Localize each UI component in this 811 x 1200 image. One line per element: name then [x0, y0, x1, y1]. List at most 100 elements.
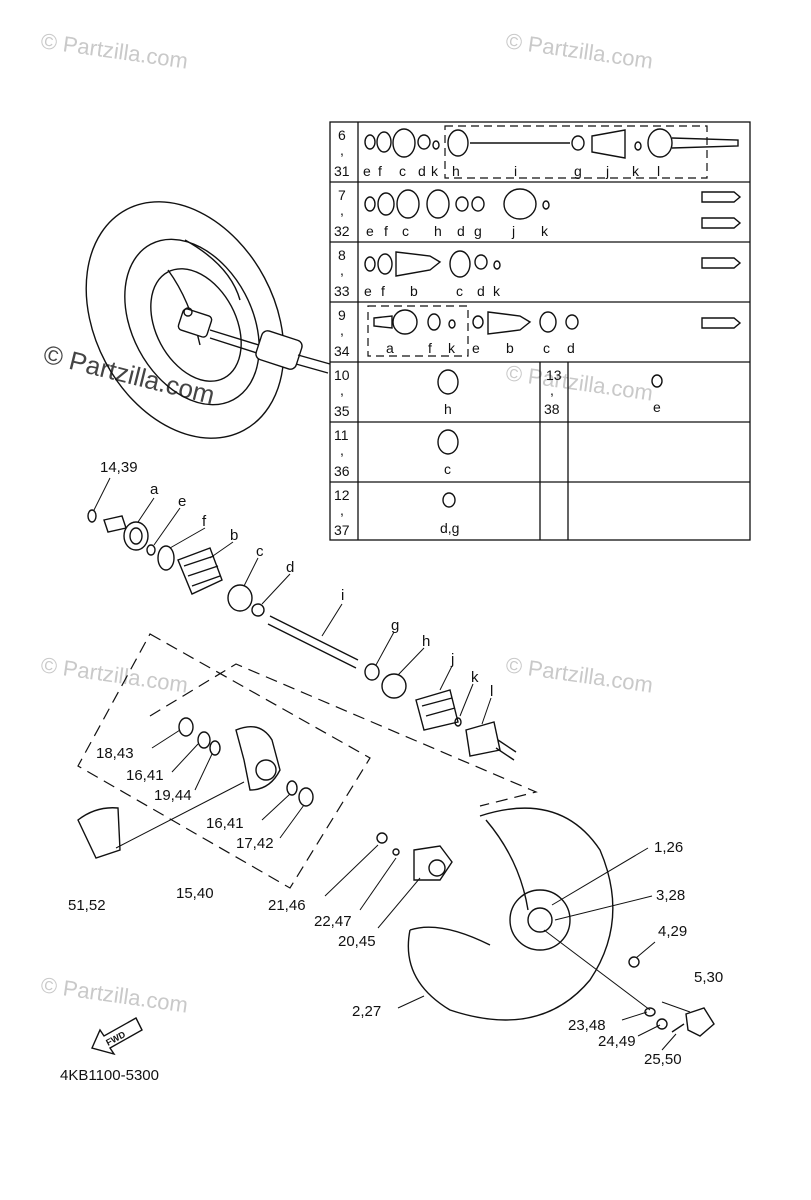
letter: d: [418, 163, 426, 179]
table-row: 10 , 35 h 13 , 38 e: [334, 367, 663, 419]
callout-19-44: 19,44: [154, 787, 192, 804]
letter: h: [452, 163, 460, 179]
letter: e: [364, 283, 372, 299]
callout-b: b: [230, 527, 238, 544]
letter: b: [506, 340, 514, 356]
callout-l: l: [490, 683, 493, 700]
callout-24-49: 24,49: [598, 1033, 636, 1050]
letter: b: [410, 283, 418, 299]
drive-shaft-parts: [87, 509, 517, 761]
callout-15-40: 15,40: [176, 885, 214, 902]
letter: j: [511, 223, 515, 239]
letter: l: [657, 163, 660, 179]
row-number: 33: [334, 283, 350, 299]
watermark-center: © Partzilla.com: [41, 339, 218, 410]
callout-21-46: 21,46: [268, 897, 306, 914]
callout-16-41: 16,41: [206, 815, 244, 832]
letter: j: [605, 163, 609, 179]
callout-k: k: [471, 669, 479, 686]
letter: c: [456, 283, 463, 299]
callout-14-39: 14,39: [100, 459, 138, 476]
letter: f: [378, 163, 382, 179]
letter: i: [514, 163, 517, 179]
row-number: 35: [334, 403, 350, 419]
letter: a: [386, 340, 394, 356]
table-row: 9 , 34 a f k e b c d: [334, 305, 742, 359]
letter: c: [543, 340, 550, 356]
callout-g: g: [391, 617, 399, 634]
callout-1-26: 1,26: [654, 839, 683, 856]
row-number: 10: [334, 367, 350, 383]
letter: c: [399, 163, 406, 179]
callout-23-48: 23,48: [568, 1017, 606, 1034]
row-number: 36: [334, 463, 350, 479]
letter: d: [477, 283, 485, 299]
row-number: 7: [338, 187, 346, 203]
row-comma: ,: [340, 322, 344, 338]
letter: d,g: [440, 520, 459, 536]
row-comma: ,: [340, 502, 344, 518]
watermark-mid-right: © Partzilla.com: [504, 652, 654, 697]
letter: k: [541, 223, 549, 239]
parts-table: 6 , 31 e f c d k h i g j k l: [329, 121, 751, 541]
callout-4-29: 4,29: [658, 923, 687, 940]
wheel-assembly-bottom: [376, 807, 715, 1037]
table-row: 12 , 37 d,g: [334, 487, 459, 538]
letter: h: [444, 401, 452, 417]
callout-h: h: [422, 633, 430, 650]
letter: d: [457, 223, 465, 239]
row-number: 38: [544, 401, 560, 417]
letter: e: [653, 399, 661, 415]
callout-3-28: 3,28: [656, 887, 685, 904]
callout-25-50: 25,50: [644, 1051, 682, 1068]
row-number: 9: [338, 307, 346, 323]
table-row: 7 , 32 e f c h d g j k: [334, 187, 742, 239]
callout-labels: 14,39 a e f b c d i g h j k l 18,43 16,4…: [68, 459, 723, 1068]
row-number: 12: [334, 487, 350, 503]
callout-j: j: [450, 651, 454, 668]
letter: g: [474, 223, 482, 239]
letter: c: [402, 223, 409, 239]
letter: k: [493, 283, 501, 299]
row-number: 31: [334, 163, 350, 179]
row-comma: ,: [340, 262, 344, 278]
diagram-code: 4KB1100-5300: [60, 1067, 159, 1084]
letter: c: [444, 461, 451, 477]
watermark-mid-left: © Partzilla.com: [39, 652, 189, 697]
watermark-table: © Partzilla.com: [504, 360, 654, 405]
callout-d: d: [286, 559, 294, 576]
callout-a: a: [150, 481, 159, 498]
letter: h: [434, 223, 442, 239]
leader-lines: [93, 477, 691, 1051]
row-number: 6: [338, 127, 346, 143]
callout-2-27: 2,27: [352, 1003, 381, 1020]
row-number: 32: [334, 223, 350, 239]
callout-5-30: 5,30: [694, 969, 723, 986]
callout-18-43: 18,43: [96, 745, 134, 762]
letter: k: [632, 163, 640, 179]
watermark-top-left: © Partzilla.com: [39, 28, 189, 73]
callout-17-42: 17,42: [236, 835, 274, 852]
letter: e: [366, 223, 374, 239]
row-comma: ,: [340, 382, 344, 398]
knuckle-assembly: [77, 633, 538, 889]
row-number: 8: [338, 247, 346, 263]
callout-i: i: [341, 587, 344, 604]
wheel-assembly-top: [85, 201, 331, 439]
callout-e: e: [178, 493, 186, 510]
letter: k: [448, 340, 456, 356]
letter: f: [384, 223, 388, 239]
watermark-top-right: © Partzilla.com: [504, 28, 654, 73]
row-comma: ,: [340, 142, 344, 158]
row-comma: ,: [340, 442, 344, 458]
table-row: 6 , 31 e f c d k h i g j k l: [334, 125, 739, 179]
table-row: 11 , 36 c: [334, 427, 459, 479]
letter: f: [381, 283, 385, 299]
callout-c: c: [256, 543, 264, 560]
row-number: 37: [334, 522, 350, 538]
callout-22-47: 22,47: [314, 913, 352, 930]
letter: g: [574, 163, 582, 179]
forward-arrow-icon: FWD: [91, 1017, 143, 1056]
letter: d: [567, 340, 575, 356]
